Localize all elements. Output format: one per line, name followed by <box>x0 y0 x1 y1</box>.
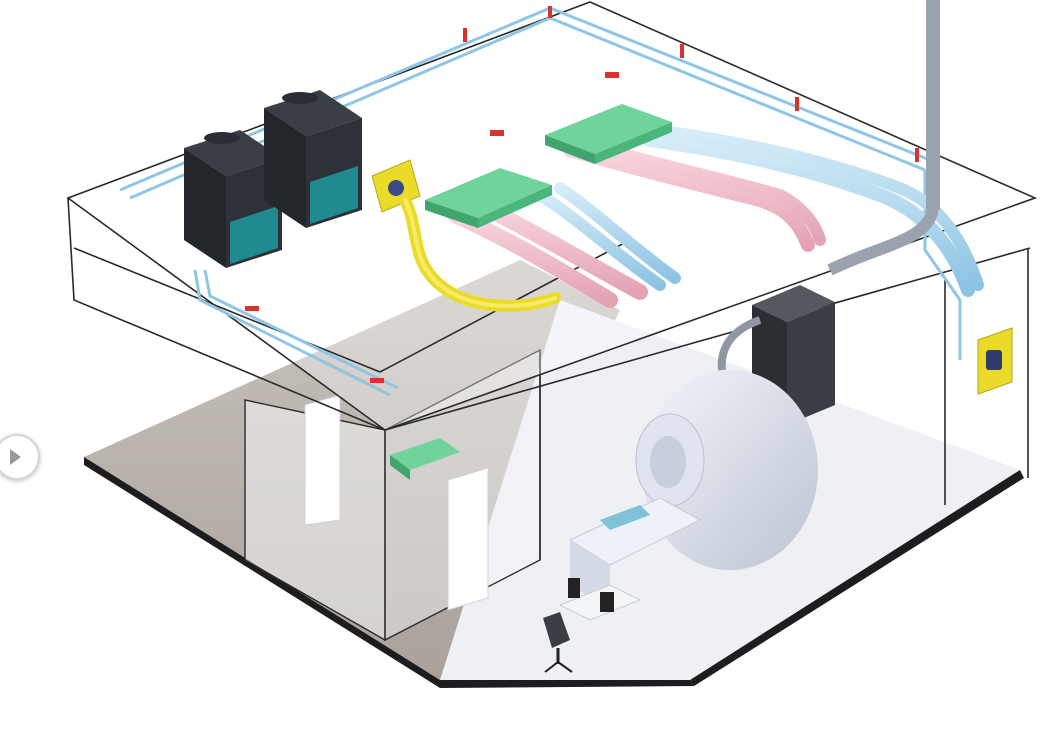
condensing-unit-right <box>264 90 362 228</box>
wall-control-panel <box>977 327 1013 395</box>
play-button[interactable] <box>0 434 40 480</box>
operator-desk <box>558 578 642 621</box>
doors <box>304 394 489 611</box>
operator-chair <box>543 612 573 673</box>
air-handler-units <box>390 104 672 480</box>
valve-markers <box>245 6 919 383</box>
exhaust-pipe <box>827 0 940 276</box>
play-icon <box>10 449 21 465</box>
mri-scanner <box>568 370 818 610</box>
yellow-duct <box>371 159 561 312</box>
